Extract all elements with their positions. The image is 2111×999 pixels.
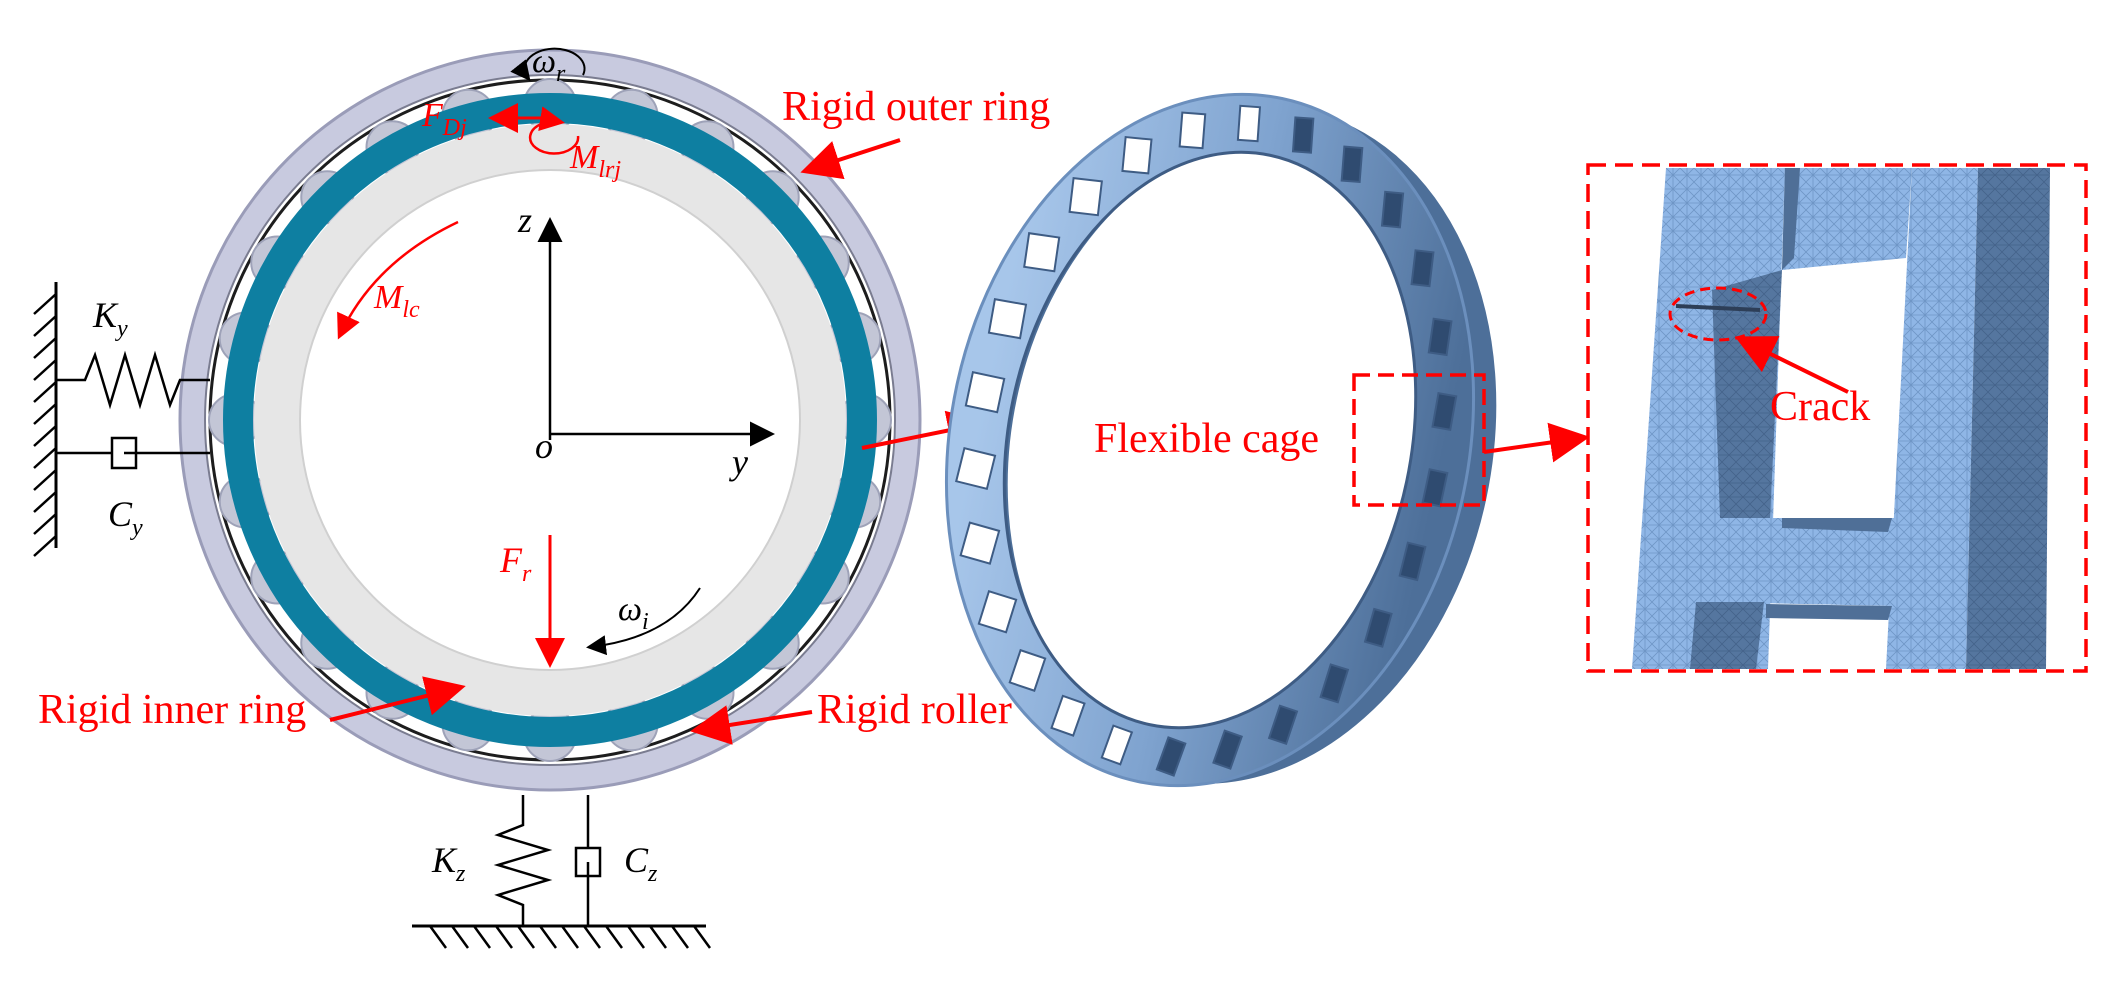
crack-zoom-panel: Crack <box>1586 163 2088 673</box>
coordinate-axes: z y o <box>517 200 775 482</box>
cage-pocket <box>959 521 1001 565</box>
cage-pocket <box>1100 724 1134 766</box>
cage-pocket <box>1023 232 1061 273</box>
force-Dj-symbol: F <box>421 97 444 134</box>
moment-lrj-symbol: M <box>569 139 600 176</box>
flexible-cage-model <box>944 92 1497 788</box>
mesh-right-rail <box>1886 168 1978 669</box>
cage-pocket <box>1380 190 1405 229</box>
svg-text:Mlc: Mlc <box>373 279 420 323</box>
cage-pocket <box>977 590 1018 634</box>
crack-line <box>1675 304 1761 312</box>
damping-Cy-subscript: y <box>130 515 143 541</box>
svg-text:FDj: FDj <box>421 97 467 141</box>
cage-pocket <box>1340 145 1364 184</box>
omega-i-subscript: i <box>642 609 649 635</box>
spring-z <box>493 795 553 926</box>
cage-pocket <box>955 446 997 490</box>
damping-Cz-symbol: C <box>624 840 649 880</box>
moment-lc-subscript: lc <box>402 297 420 323</box>
damping-Cy-symbol: C <box>108 494 133 534</box>
axis-z-label: z <box>517 200 532 240</box>
svg-text:Ky: Ky <box>92 295 128 342</box>
stiffness-Ky-symbol: K <box>92 295 119 335</box>
omega-r-subscript: r <box>556 61 566 87</box>
cage-pocket <box>987 297 1028 340</box>
spring-y <box>56 350 210 410</box>
axis-y-label: y <box>729 442 748 482</box>
cage-pockets <box>955 104 1458 777</box>
stiffness-Ky-subscript: y <box>115 316 128 342</box>
moment-lrj-annotation: Mlrj <box>528 106 621 183</box>
omega-r-annotation: ωr <box>510 43 586 87</box>
moment-lc-annotation: Mlc <box>337 220 459 340</box>
moment-lc-symbol: M <box>373 279 404 316</box>
cage-pocket <box>1291 116 1315 154</box>
flexible-cage-callout: Flexible cage <box>1092 373 1590 507</box>
cage-pocket <box>1410 249 1435 288</box>
radial-force-symbol: F <box>499 540 523 580</box>
origin-label: o <box>535 426 553 466</box>
damper-z <box>574 795 602 926</box>
rigid-roller-label: Rigid roller <box>817 687 1012 733</box>
moment-lrj-subscript: lrj <box>598 157 621 183</box>
mesh-back-rail <box>1966 168 2050 669</box>
crack-highlight <box>1668 286 1768 342</box>
cage-pocket <box>1121 135 1153 175</box>
cage-pocket <box>1398 541 1427 582</box>
rigid-inner-ring-label: Rigid inner ring <box>38 687 306 733</box>
mesh-top-bar <box>1782 168 1912 270</box>
outer-ring-callout: Rigid outer ring <box>782 84 1050 180</box>
cage-pocket <box>1050 694 1086 737</box>
crack-label: Crack <box>1770 384 1870 430</box>
ground-hatch <box>428 925 712 949</box>
svg-text:ωi: ωi <box>618 591 649 635</box>
cage-pocket <box>1212 729 1243 770</box>
cage-pocket <box>1236 104 1262 143</box>
svg-text:Cy: Cy <box>108 494 143 541</box>
wall-hatch <box>33 293 57 557</box>
omega-r-symbol: ω <box>532 43 556 80</box>
omega-i-annotation: ωi <box>586 587 701 656</box>
flexible-cage-label: Flexible cage <box>1094 416 1319 462</box>
svg-text:Fr: Fr <box>499 540 532 587</box>
damper-y <box>56 436 210 470</box>
damping-Cz-subscript: z <box>647 861 658 887</box>
radial-force-subscript: r <box>522 561 532 587</box>
crack-region-box <box>1352 373 1486 507</box>
cage-pocket <box>1363 607 1393 648</box>
cage-pocket <box>1008 648 1047 692</box>
cage-pocket <box>1267 704 1299 746</box>
vertical-support: Kz Cz <box>412 795 712 949</box>
cage-pocket <box>964 371 1006 414</box>
inner-ring-callout: Rigid inner ring <box>38 676 466 733</box>
horizontal-support: Ky Cy <box>33 282 210 557</box>
svg-text:Kz: Kz <box>431 840 466 887</box>
rigid-outer-ring-label: Rigid outer ring <box>782 84 1050 130</box>
svg-text:ωr: ωr <box>532 43 566 87</box>
cage-pocket <box>1431 392 1458 431</box>
cage-pocket <box>1178 111 1207 150</box>
mesh-middle-bar <box>1714 518 1900 606</box>
svg-text:Cz: Cz <box>624 840 658 887</box>
cage-pocket <box>1068 176 1103 217</box>
force-Dj-subscript: Dj <box>442 115 467 141</box>
cage-pocket <box>1155 736 1187 777</box>
stiffness-Kz-symbol: K <box>431 840 458 880</box>
omega-i-symbol: ω <box>618 591 642 628</box>
cage-pocket <box>1427 317 1453 357</box>
radial-force-annotation: Fr <box>499 535 565 668</box>
roller-callout: Rigid roller <box>690 687 1012 745</box>
svg-text:Mlrj: Mlrj <box>569 139 621 183</box>
force-Dj-annotation: FDj <box>421 97 555 141</box>
stiffness-Kz-subscript: z <box>455 861 466 887</box>
cage-pocket <box>1319 663 1350 704</box>
